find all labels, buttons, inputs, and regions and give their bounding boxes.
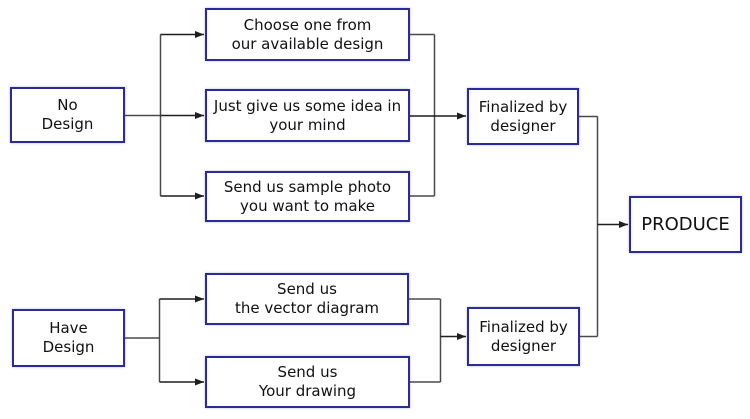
node-vector-diagram: Send us the vector diagram [205,273,409,325]
node-have-design: Have Design [12,309,125,367]
node-finalized-bottom: Finalized by designer [467,307,580,366]
node-choose-design: Choose one from our available design [205,8,410,61]
node-your-drawing: Send us Your drawing [205,356,410,408]
node-produce: PRODUCE [629,196,742,253]
node-no-design: No Design [10,87,125,143]
node-finalized-top: Finalized by designer [467,88,579,145]
node-give-idea: Just give us some idea in your mind [205,89,410,142]
node-sample-photo: Send us sample photo you want to make [205,171,410,222]
